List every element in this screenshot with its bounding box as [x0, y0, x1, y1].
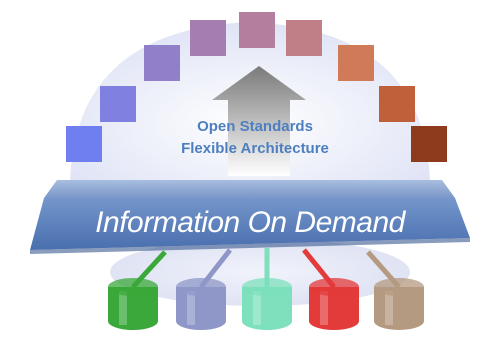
database-tan-icon	[374, 278, 424, 330]
block-1	[66, 126, 102, 162]
database-mint-icon	[242, 278, 292, 330]
up-arrow-icon	[212, 66, 306, 176]
block-8	[379, 86, 415, 122]
dome-text-line1: Open Standards	[197, 118, 313, 135]
database-slate-icon	[176, 278, 226, 330]
banner	[30, 198, 470, 250]
color-blocks	[66, 12, 447, 162]
banner-title: Information On Demand	[95, 206, 406, 239]
banner-top-face	[44, 180, 455, 198]
block-9	[411, 126, 447, 162]
database-red-icon	[309, 278, 359, 330]
database-green-icon	[108, 278, 158, 330]
banner-shadow	[30, 238, 470, 254]
block-5	[239, 12, 275, 48]
block-2	[100, 86, 136, 122]
block-6	[286, 20, 322, 56]
block-4	[190, 20, 226, 56]
dome-text-line2: Flexible Architecture	[181, 140, 329, 157]
databases	[108, 278, 424, 330]
block-7	[338, 45, 374, 81]
block-3	[144, 45, 180, 81]
